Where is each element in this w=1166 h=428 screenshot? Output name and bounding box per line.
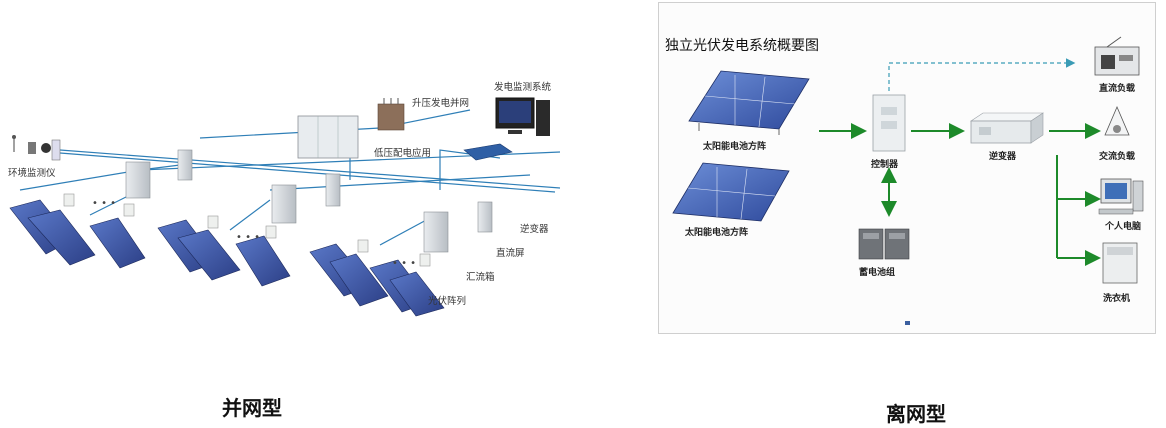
label-low-voltage: 低压配电应用 (374, 147, 431, 159)
label-battery: 蓄电池组 (859, 266, 895, 278)
svg-text:• • •: • • • (92, 198, 116, 209)
svg-text:• • •: • • • (392, 258, 416, 269)
inverter-cabinets (125, 149, 493, 253)
label-inverter: 逆变器 (520, 223, 549, 235)
battery-icon (858, 228, 910, 260)
page-marker (905, 321, 910, 325)
label-pc: 个人电脑 (1104, 220, 1141, 232)
off-grid-title: 独立光伏发电系统概要图 (665, 38, 819, 54)
pv-array-group (9, 199, 445, 317)
label-step-up: 升压发电并网 (412, 97, 469, 109)
label-env-monitor: 环境监测仪 (8, 167, 56, 179)
label-washer: 洗衣机 (1103, 292, 1130, 304)
string-dots: • • • • • • • • • (92, 198, 416, 269)
switchgear-cabinet (297, 115, 359, 159)
label-combiner: 汇流箱 (466, 271, 495, 283)
label-power-monitor: 发电监测系统 (494, 81, 552, 93)
svg-text:• • •: • • • (236, 232, 260, 243)
label-solar-array-1: 太阳能电池方阵 (702, 140, 766, 152)
controller-icon (872, 94, 906, 152)
ac-load-icon (1104, 105, 1130, 136)
caption-off-grid: 离网型 (886, 402, 946, 426)
caption-grid-connected: 并网型 (222, 396, 282, 420)
combiner-boxes (63, 193, 431, 267)
off-grid-svg: 太阳能电池方阵 太阳能电池方阵 控制器 蓄电池组 (672, 36, 1144, 325)
solar-array-1 (688, 70, 810, 135)
label-pv-array: 光伏阵列 (428, 295, 466, 307)
data-logger-icon (463, 143, 513, 161)
monitor-pc-icon (495, 97, 550, 136)
env-monitor-icon (12, 135, 61, 161)
label-inverter-r: 逆变器 (989, 150, 1017, 162)
grid-connected-svg: 环境监测仪 (8, 81, 561, 317)
grid-connected-diagram: 环境监测仪 (0, 40, 590, 340)
inverter-icon (970, 112, 1044, 144)
solar-array-2 (672, 162, 790, 222)
dc-dashed-arrow (888, 58, 1076, 91)
transformer-icon (377, 98, 405, 131)
washer-icon (1102, 242, 1138, 284)
dc-load-icon (1094, 36, 1140, 76)
label-solar-array-2: 太阳能电池方阵 (684, 226, 748, 238)
off-grid-diagram: 独立光伏发电系统概要图 太阳能电池方阵 (658, 2, 1156, 334)
bus-lines (19, 109, 561, 246)
label-dc-load: 直流负载 (1099, 82, 1135, 94)
flow-arrows (819, 123, 1101, 266)
label-ac-load: 交流负载 (1099, 150, 1135, 162)
label-controller: 控制器 (871, 158, 899, 170)
label-dc-cabinet: 直流屏 (496, 247, 525, 259)
pc-icon (1098, 178, 1144, 215)
